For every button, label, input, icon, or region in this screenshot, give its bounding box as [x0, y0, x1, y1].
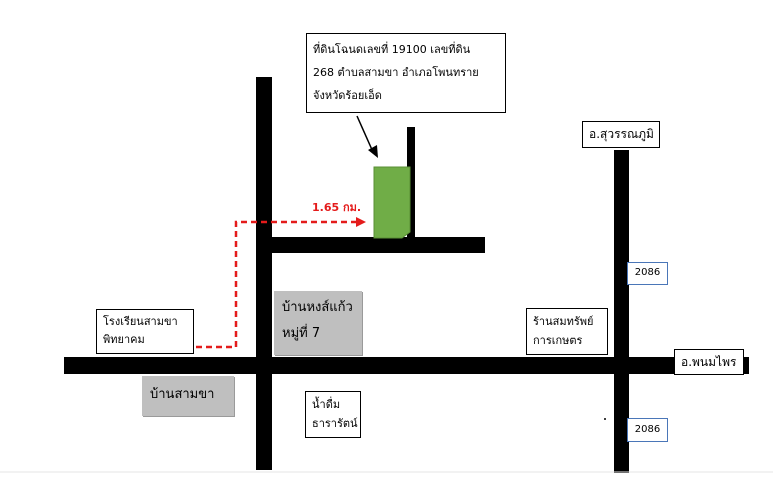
label-shop: ร้านสมทรัพย์ การเกษตร [526, 308, 608, 355]
parcel-callout-line3: จังหวัดร้อยเอ็ด [313, 89, 382, 102]
label-drinking-water-line2: ธารารัตน์ [312, 417, 358, 430]
label-drinking-water: น้ำดื่ม ธารารัตน์ [305, 391, 361, 438]
label-suwannaphum-text: อ.สุวรรณภูมิ [589, 127, 654, 141]
main-road-horizontal [64, 357, 749, 374]
label-shop-line1: ร้านสมทรัพย์ [533, 315, 594, 328]
label-ban-hong-kaeo: บ้านหงส์แก้ว หมู่ที่ 7 [274, 291, 362, 355]
label-suwannaphum: อ.สุวรรณภูมิ [582, 121, 660, 148]
route-2086-lower-text: 2086 [634, 424, 661, 435]
label-ban-hong-kaeo-line1: บ้านหงส์แก้ว [282, 300, 353, 315]
distance-label: 1.65 กม. [312, 201, 362, 214]
parcel-callout-line1: ที่ดินโฉนดเลขที่ 19100 เลขที่ดิน [313, 43, 471, 56]
route-arrowhead [356, 217, 366, 227]
road-vertical-parcel [407, 127, 415, 241]
parcel-callout-box: ที่ดินโฉนดเลขที่ 19100 เลขที่ดิน 268 ตำบ… [306, 33, 506, 113]
callout-arrowhead [368, 145, 378, 158]
label-school-line1: โรงเรียนสามขา [103, 315, 178, 328]
road-vertical-left [256, 77, 272, 470]
parcel-callout-line2: 268 ตำบลสามขา อำเภอโพนทราย [313, 66, 479, 79]
label-ban-sam-kha: บ้านสามขา [142, 376, 234, 416]
label-drinking-water-line1: น้ำดื่ม [312, 398, 341, 411]
label-school-line2: พิทยาคม [103, 333, 145, 346]
label-phanom-phrai: อ.พนมไพร [674, 349, 744, 375]
route-2086-upper: 2086 [627, 262, 668, 285]
small-dot [604, 418, 606, 420]
land-parcel [373, 166, 411, 239]
road-vertical-right [614, 150, 629, 473]
route-dashed-line [196, 220, 358, 349]
label-shop-line2: การเกษตร [533, 334, 583, 347]
branch-road-horizontal [256, 237, 485, 253]
callout-pointer-line [356, 115, 374, 153]
label-ban-hong-kaeo-line2: หมู่ที่ 7 [282, 326, 321, 341]
label-ban-sam-kha-text: บ้านสามขา [150, 387, 215, 402]
label-school: โรงเรียนสามขา พิทยาคม [96, 309, 194, 354]
route-2086-upper-text: 2086 [634, 267, 661, 278]
route-2086-lower: 2086 [627, 418, 668, 442]
label-phanom-phrai-text: อ.พนมไพร [681, 355, 737, 369]
